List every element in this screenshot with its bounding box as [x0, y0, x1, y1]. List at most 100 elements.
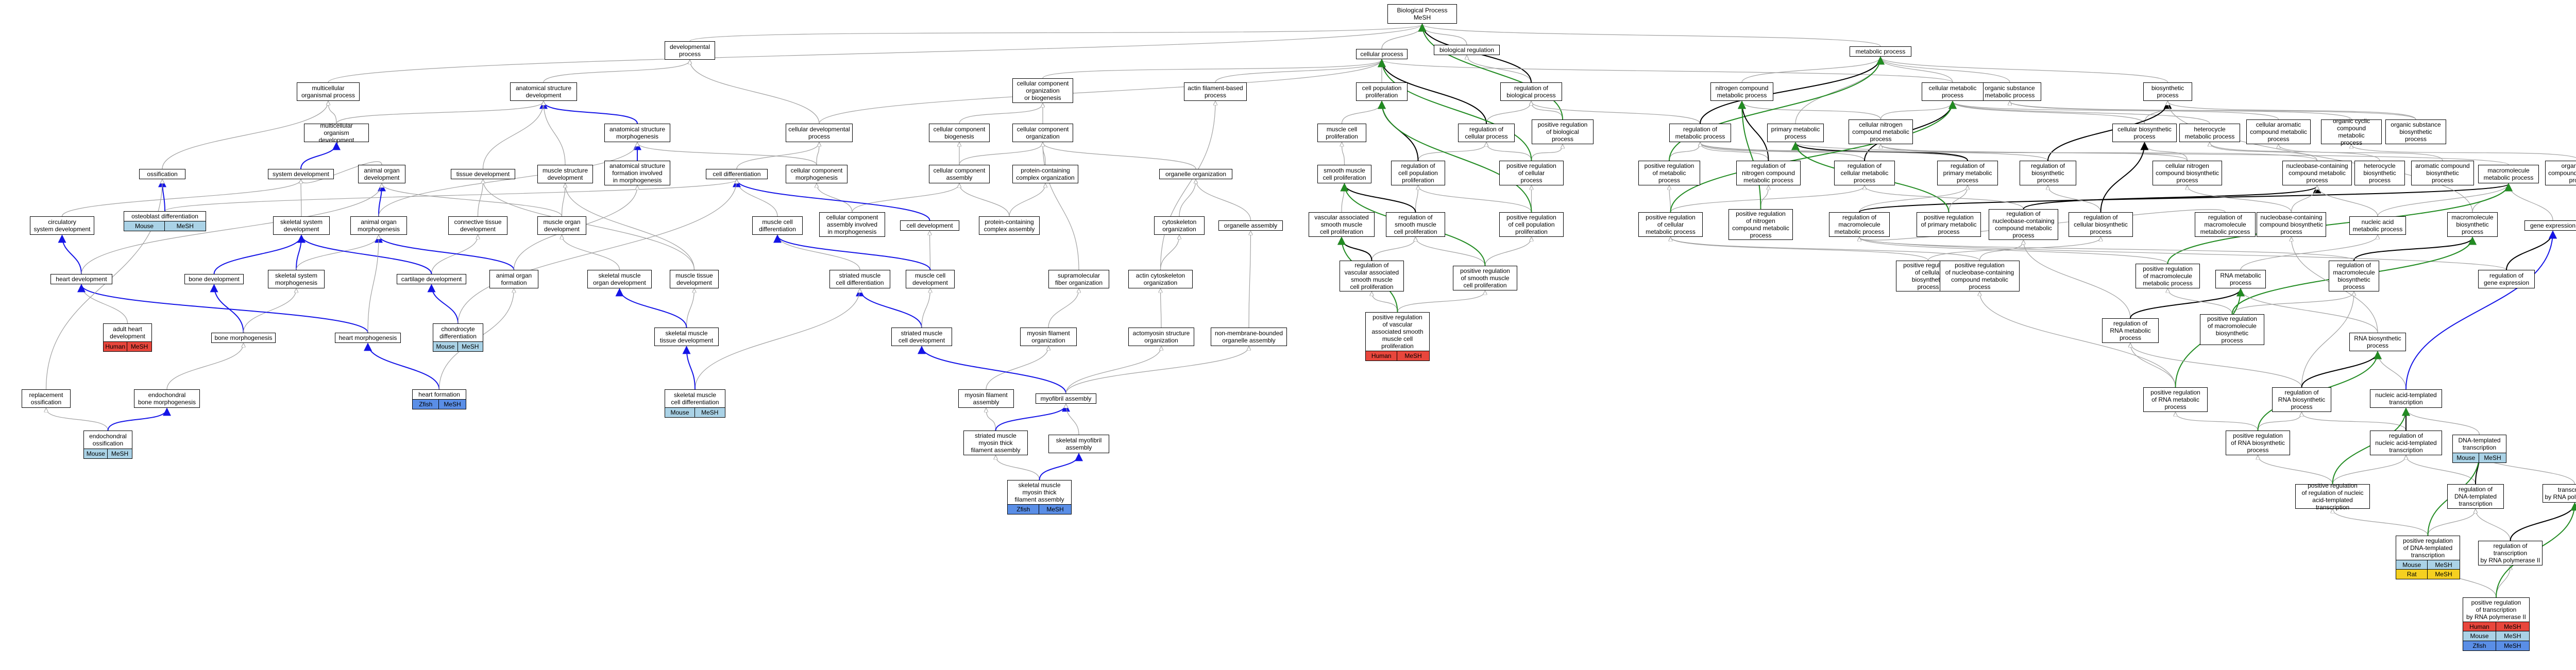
term-node-posregdnatx[interactable]: positive regulation of DNA-templated tra… — [2396, 536, 2460, 560]
term-node-posregcellpop[interactable]: positive regulation of cell population p… — [1499, 212, 1564, 237]
term-node-celldiff[interactable]: cell differentiation — [706, 169, 768, 179]
term-node-posregtxpol2[interactable]: positive regulation of transcription by … — [2463, 597, 2530, 622]
term-node-tissuedev[interactable]: tissue development — [451, 169, 515, 179]
term-node-regtxpol2[interactable]: regulation of transcription by RNA polym… — [2478, 541, 2543, 565]
term-node-nucacid[interactable]: nucleic acid metabolic process — [2349, 216, 2406, 235]
term-node-aromcomp[interactable]: aromatic compound biosynthetic process — [2411, 161, 2474, 185]
term-node-regnitro[interactable]: regulation of nitrogen compound metaboli… — [1736, 161, 1801, 185]
term-node-heartdev[interactable]: heart development — [50, 274, 112, 284]
term-node-posregmeta[interactable]: positive regulation of metabolic process — [1638, 161, 1700, 185]
term-node-ccorgn[interactable]: cellular component organization — [1012, 124, 1073, 142]
term-node-animorgdev[interactable]: animal organ development — [358, 165, 405, 183]
term-node-posregsm[interactable]: positive regulation of smooth muscle cel… — [1453, 266, 1517, 290]
term-node-organelleassem[interactable]: organelle assembly — [1218, 220, 1283, 231]
term-node-heartmorph[interactable]: heart morphogenesis — [335, 333, 401, 343]
term-node-posregvascsm[interactable]: positive regulation of vascular associat… — [1365, 312, 1430, 351]
term-node-conntis[interactable]: connective tissue development — [448, 216, 507, 235]
term-node-skelmustis[interactable]: skeletal muscle tissue development — [654, 328, 719, 346]
term-node-ossif[interactable]: ossification — [139, 169, 185, 179]
term-node-regvascsm[interactable]: regulation of vascular associated smooth… — [1340, 261, 1404, 291]
term-node-regsmprolif[interactable]: regulation of smooth muscle cell prolife… — [1386, 212, 1445, 237]
term-node-skelthick[interactable]: skeletal muscle myosin thick filament as… — [1007, 480, 1072, 505]
term-node-cellnitrobio[interactable]: cellular nitrogen compound biosynthetic … — [2153, 161, 2222, 185]
term-node-posregmacbio[interactable]: positive regulation of macromolecule bio… — [2200, 314, 2264, 345]
term-node-osteob[interactable]: osteoblast differentiation — [124, 211, 206, 221]
term-node-posregrnameta[interactable]: positive regulation of RNA metabolic pro… — [2143, 387, 2208, 412]
term-node-actfil[interactable]: actin filament-based process — [1184, 82, 1247, 101]
term-node-devproc[interactable]: developmental process — [665, 41, 715, 60]
term-node-rnameta[interactable]: RNA metabolic process — [2215, 270, 2266, 288]
term-node-regnucleo[interactable]: regulation of nucleobase-containing comp… — [1989, 209, 2058, 240]
term-node-regnuctx[interactable]: regulation of nucleic acid-templated tra… — [2370, 431, 2442, 455]
term-node-skelmusdiff[interactable]: skeletal muscle cell differentiation — [665, 389, 725, 408]
term-node-ccbiog[interactable]: cellular component biogenesis — [929, 124, 990, 142]
term-node-regcellpop[interactable]: regulation of cell population proliferat… — [1391, 161, 1445, 185]
term-node-replossif[interactable]: replacement ossification — [22, 389, 71, 408]
term-node-orgsub[interactable]: organic substance metabolic process — [1978, 82, 2041, 101]
term-node-regcellproc[interactable]: regulation of cellular process — [1458, 124, 1515, 142]
term-node-posregnitro[interactable]: positive regulation of nitrogen compound… — [1728, 209, 1793, 240]
term-node-protcompassem[interactable]: protein-containing complex assembly — [979, 216, 1040, 235]
term-node-supramol[interactable]: supramolecular fiber organization — [1048, 270, 1109, 288]
term-node-regmacro[interactable]: regulation of macromolecule metabolic pr… — [1829, 212, 1890, 237]
term-node-myofibassem[interactable]: myofibril assembly — [1036, 393, 1096, 404]
term-node-multidev[interactable]: multicellular organism development — [304, 122, 369, 144]
term-node-heterometa[interactable]: heterocycle metabolic process — [2179, 124, 2240, 142]
term-node-endoossif[interactable]: endochondral ossification — [83, 431, 132, 449]
term-node-rnabiosyn[interactable]: RNA biosynthetic process — [2349, 333, 2406, 351]
term-node-orgcyc[interactable]: organic cyclic compound metabolic proces… — [2321, 117, 2382, 146]
term-node-posregnuctx[interactable]: positive regulation of regulation of nuc… — [2295, 482, 2370, 511]
term-node-strmusthick[interactable]: striated muscle myosin thick filament as… — [963, 431, 1028, 455]
term-node-dnatx[interactable]: DNA-templated transcription — [2452, 435, 2506, 453]
term-node-vascsm[interactable]: vascular associated smooth muscle cell p… — [1309, 212, 1375, 237]
term-node-musprolif[interactable]: muscle cell proliferation — [1317, 124, 1366, 142]
term-node-skelmorph[interactable]: skeletal system morphogenesis — [268, 270, 325, 288]
term-node-bonemorph[interactable]: bone morphogenesis — [211, 333, 276, 343]
term-node-musctis[interactable]: muscle tissue development — [670, 270, 719, 288]
term-node-posregbio[interactable]: positive regulation of biological proces… — [1532, 119, 1594, 144]
term-node-ccassem[interactable]: cellular component assembly — [929, 165, 990, 183]
term-node-heartform[interactable]: heart formation — [412, 389, 466, 400]
term-node-muscdev[interactable]: muscle cell development — [906, 270, 955, 288]
term-node-bp[interactable]: Biological Process MeSH — [1387, 4, 1457, 24]
term-node-multiorg[interactable]: multicellular organismal process — [297, 82, 360, 101]
term-node-organelle[interactable]: organelle organization — [1159, 169, 1232, 179]
term-node-bioreg[interactable]: biological regulation — [1434, 45, 1500, 55]
term-node-endochon[interactable]: endochondral bone morphogenesis — [134, 389, 200, 408]
term-node-regmacbio[interactable]: regulation of macromolecule biosynthetic… — [2329, 261, 2379, 291]
term-node-posregprim[interactable]: positive regulation of primary metabolic… — [1917, 212, 1981, 237]
term-node-metab[interactable]: metabolic process — [1850, 46, 1911, 57]
term-node-protcomp[interactable]: protein-containing complex organization — [1012, 165, 1078, 183]
term-node-musorgdev[interactable]: muscle organ development — [537, 216, 586, 235]
term-node-txpol2[interactable]: transcription by RNA polymerase II — [2543, 484, 2576, 503]
term-node-posregcell[interactable]: positive regulation of cellular process — [1499, 161, 1564, 185]
term-node-skelmusorg[interactable]: skeletal muscle organ development — [587, 270, 652, 288]
term-node-cartdev[interactable]: cartilage development — [397, 274, 466, 284]
term-node-nucleobio[interactable]: nucleobase-containing compound biosynthe… — [2257, 212, 2326, 237]
term-node-anatdev[interactable]: anatomical structure development — [510, 82, 577, 101]
term-node-regdnatx[interactable]: regulation of DNA-templated transcriptio… — [2447, 484, 2504, 509]
term-node-cellmeta[interactable]: cellular metabolic process — [1922, 82, 1984, 101]
term-node-smprolif[interactable]: smooth muscle cell proliferation — [1317, 165, 1371, 183]
term-node-bonedev[interactable]: bone development — [184, 274, 244, 284]
term-node-regcellbiosyn[interactable]: regulation of cellular biosynthetic proc… — [2069, 212, 2133, 237]
term-node-posregrnabio[interactable]: positive regulation of RNA biosynthetic … — [2226, 431, 2290, 455]
term-node-animorgform[interactable]: animal organ formation — [489, 270, 538, 288]
term-node-regmeta[interactable]: regulation of metabolic process — [1669, 124, 1731, 142]
term-node-regprim[interactable]: regulation of primary metabolic process — [1937, 161, 1998, 185]
term-node-cellarom[interactable]: cellular aromatic compound metabolic pro… — [2246, 119, 2311, 144]
term-node-nucleo[interactable]: nucleobase-containing compound metabolic… — [2282, 161, 2352, 185]
term-node-strmusdiff[interactable]: striated muscle cell differentiation — [829, 270, 890, 288]
term-node-sysdev[interactable]: system development — [268, 169, 334, 179]
term-node-actomyo[interactable]: actomyosin structure organization — [1128, 328, 1194, 346]
term-node-myosinfil[interactable]: myosin filament organization — [1020, 328, 1077, 346]
term-node-biosyn[interactable]: biosynthetic process — [2143, 82, 2192, 101]
term-node-cellproc[interactable]: cellular process — [1356, 49, 1408, 59]
term-node-macro[interactable]: macromolecule metabolic process — [2478, 165, 2539, 183]
term-node-cellbiosyn[interactable]: cellular biosynthetic process — [2112, 124, 2177, 142]
term-node-nitro[interactable]: nitrogen compound metabolic process — [1710, 82, 1773, 101]
term-node-macrobio[interactable]: macromolecule biosynthetic process — [2447, 212, 2498, 237]
term-node-musstrdev[interactable]: muscle structure development — [537, 165, 593, 183]
term-node-adultheart[interactable]: adult heart development — [103, 323, 152, 342]
term-node-regbiosyn[interactable]: regulation of biosynthetic process — [2020, 161, 2076, 185]
